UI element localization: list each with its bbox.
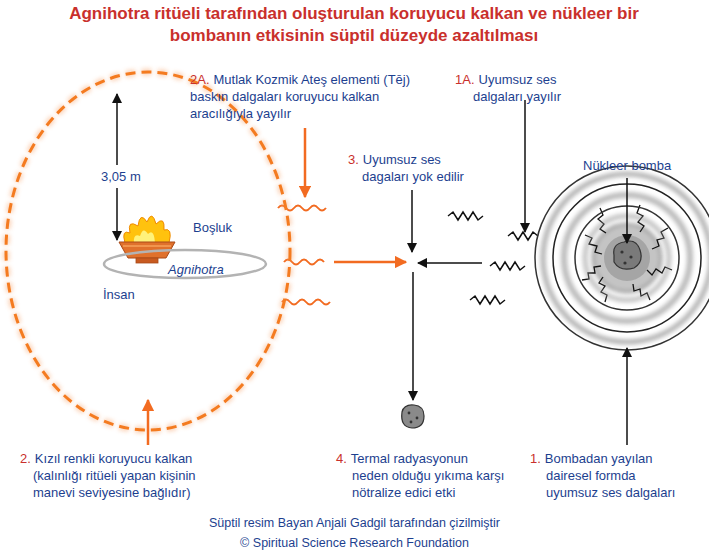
callout-text: Termal radyasyonun neden olduğu yıkıma k… <box>351 451 505 500</box>
leader-arrow <box>304 128 307 197</box>
space-label: Boşluk <box>193 220 232 235</box>
dimension-label: 3,05 m <box>101 169 141 184</box>
leader-arrow <box>626 348 628 445</box>
leader-arrow <box>147 400 150 445</box>
callout: 1. Bombadan yayılan dairesel formda uyums… <box>530 450 690 501</box>
bomb-circle: Nükleer bomba <box>532 163 709 353</box>
callout-text: Uyumsuz ses dagaları yok edilir <box>362 152 464 184</box>
callout-number: 4. <box>336 451 347 466</box>
blast-core <box>593 224 661 292</box>
zigzag-wave <box>508 232 538 240</box>
blast-ring <box>543 174 709 342</box>
blast-inner <box>604 235 650 281</box>
shield-circle: BoşlukAgnihotra3,05 mİnsan <box>4 70 292 432</box>
callout-number: 2A. <box>190 72 210 87</box>
callout-text: Bombadan yayılan dairesel formda uyumsuz… <box>545 451 676 500</box>
bomb-dot <box>629 255 632 258</box>
wave-arrow <box>418 262 482 264</box>
zigzag-wave <box>470 296 505 304</box>
leader-arrow <box>626 178 628 243</box>
bomb-label: Nükleer bomba <box>583 158 671 173</box>
callout-number: 2. <box>20 451 31 466</box>
bowl-base <box>136 258 158 263</box>
bomb-dot <box>620 250 623 253</box>
node-outline <box>4 70 292 432</box>
callout: 4. Termal radyasyonun neden olduğu yıkıma… <box>336 450 506 501</box>
blast-ring <box>553 184 701 332</box>
tej-wave <box>282 300 330 305</box>
debris-dot <box>408 412 411 415</box>
ritual-label: Agnihotra <box>168 262 224 277</box>
person-label: İnsan <box>103 287 135 302</box>
diagram-title: Agnihotra ritüeli tarafından oluşturulan… <box>64 3 644 47</box>
shield-outline <box>6 72 290 430</box>
zigzag-wave <box>490 262 525 270</box>
debris-dot <box>416 417 419 420</box>
dimension-arrow <box>116 188 118 240</box>
callout: 3.Uyumsuz ses dagaları yok edilir <box>348 151 482 185</box>
bowl-rim <box>123 245 171 247</box>
debris-dot <box>410 421 413 424</box>
figure-caption: Süptil resim Bayan Anjali Gadgil tarafın… <box>0 515 709 531</box>
leader-arrow <box>411 190 413 252</box>
callout-text: Kızıl renkli koruyucu kalkan (kalınlığı … <box>33 451 196 500</box>
flame-core <box>134 230 155 243</box>
copyright-note: © Spiritual Science Research Foundation <box>240 536 469 550</box>
bomb-dot <box>623 261 626 264</box>
callout: © Spiritual Science Research Foundation <box>0 535 709 551</box>
fire-bowl <box>119 216 175 263</box>
neutralized-debris <box>402 405 424 428</box>
callout: 2.Kızıl renkli koruyucu kalkan (kalınlığ… <box>20 450 225 501</box>
blast-ring <box>585 216 669 300</box>
space-outline <box>104 250 266 278</box>
wave-arrow <box>334 261 406 264</box>
shield-glow <box>6 72 290 430</box>
blast-ring <box>535 166 709 350</box>
leader-arrow <box>524 100 526 232</box>
dimension-arrow <box>116 94 118 165</box>
leader-arrow <box>412 272 414 400</box>
space-ring: BoşlukAgnihotra <box>103 249 267 279</box>
blast-ring <box>575 206 679 310</box>
callout: 1A.Uyumsuz ses dalgaları yayılır <box>455 71 583 105</box>
blast-ring <box>564 195 690 321</box>
callout-text: Uyumsuz ses dalgaları yayılır <box>473 72 561 104</box>
callout: 2A.Mutlak Kozmik Ateş elementi (Tēj) bas… <box>190 71 412 122</box>
flame <box>124 216 170 243</box>
node-outline <box>532 163 709 353</box>
bomb-body <box>614 241 641 269</box>
callout-number: 3. <box>348 152 359 167</box>
zigzag-wave <box>448 212 483 220</box>
callout-number: 1. <box>530 451 541 466</box>
callout-number: 1A. <box>455 72 475 87</box>
callout-text: Mutlak Kozmik Ateş elementi (Tēj) baskın… <box>190 72 410 121</box>
discordant-waves <box>448 212 538 304</box>
sound-waves <box>582 205 672 302</box>
bomb-core <box>582 205 672 302</box>
